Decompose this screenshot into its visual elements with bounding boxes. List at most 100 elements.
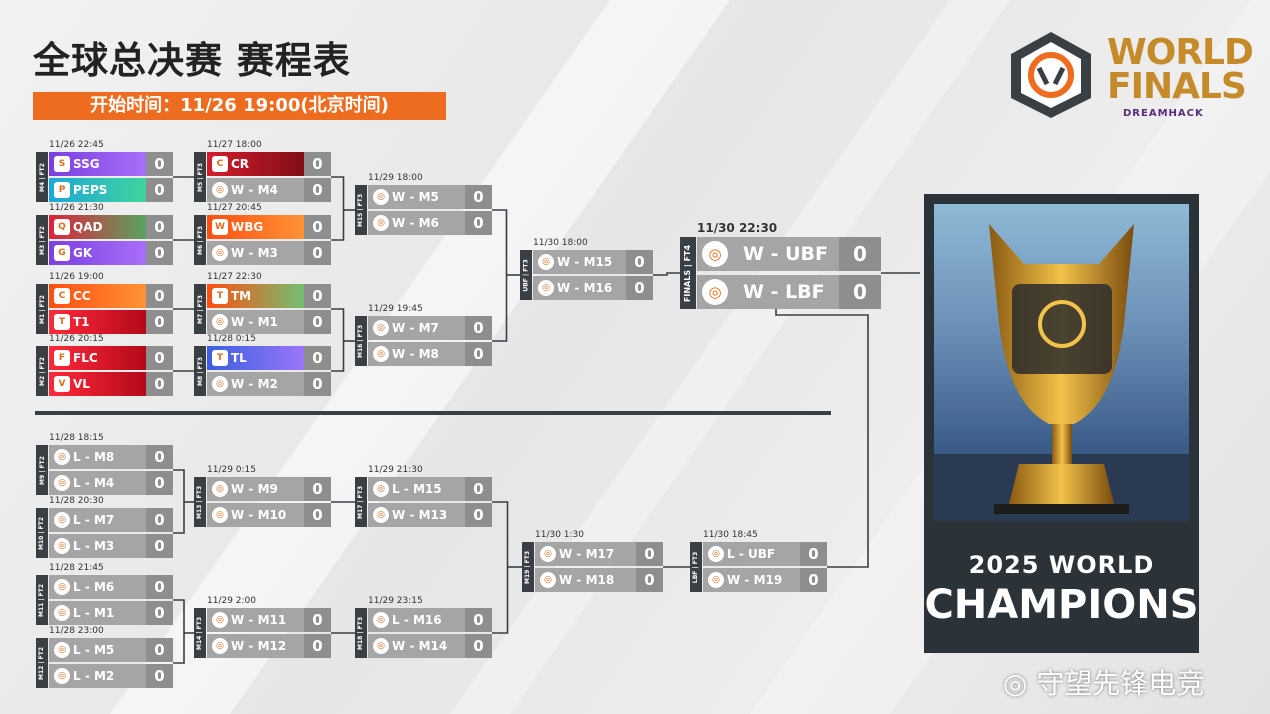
match-datetime: 11/28 0:15 (207, 334, 257, 344)
overwatch-emblem-icon: ◎ (54, 605, 70, 621)
team-name: L - M7 (73, 513, 115, 527)
overwatch-emblem-icon: ◎ (54, 449, 70, 465)
team-score: 0 (146, 284, 173, 308)
team-logo-icon: W (212, 219, 228, 235)
team-score: 0 (146, 508, 173, 532)
team-score: 0 (304, 372, 331, 396)
match-datetime: 11/26 21:30 (49, 203, 104, 213)
team-logo-icon: T (212, 350, 228, 366)
team-score: 0 (800, 568, 827, 592)
team-name: W - M17 (559, 547, 615, 561)
overwatch-emblem-icon: ◎ (212, 182, 228, 198)
team-score: 0 (304, 346, 331, 370)
match-label-text: M15 | FT3 (357, 193, 365, 227)
match-label-text: M7 | FT3 (196, 294, 204, 324)
match-datetime: 11/26 19:00 (49, 272, 104, 282)
champions-year-line: 2025 WORLD (968, 551, 1155, 579)
match-label: M3 | FT2 (36, 215, 48, 265)
team-score: 0 (636, 542, 663, 566)
overwatch-emblem-icon: ◎ (708, 572, 724, 588)
team-name: W - UBF (743, 243, 828, 265)
team-score: 0 (304, 608, 331, 632)
overwatch-emblem-icon: ◎ (373, 320, 389, 336)
team-score: 0 (146, 310, 173, 334)
team-score: 0 (146, 178, 173, 202)
match-datetime: 11/30 18:00 (533, 238, 588, 248)
match-label-text: M2 | FT2 (38, 356, 46, 386)
team-name: T1 (73, 315, 90, 329)
team-score: 0 (636, 568, 663, 592)
logo-line-2: FINALS (1107, 66, 1247, 107)
team-logo-icon: Q (54, 219, 70, 235)
overwatch-emblem-icon: ◎ (538, 254, 554, 270)
team-logo-icon: T (54, 314, 70, 330)
team-name: TL (231, 351, 247, 365)
match-label: M4 | FT2 (36, 152, 48, 202)
team-score: 0 (146, 664, 173, 688)
team-name: VL (73, 377, 90, 391)
team-logo-icon: P (54, 182, 70, 198)
overwatch-emblem-icon: ◎ (212, 376, 228, 392)
match-label-text: M19 | FT3 (524, 550, 532, 584)
team-score: 0 (304, 284, 331, 308)
team-score: 0 (465, 477, 492, 501)
team-name: QAD (73, 220, 103, 234)
team-score: 0 (146, 601, 173, 625)
team-name: W - M7 (392, 321, 439, 335)
team-name: L - M3 (73, 539, 115, 553)
match-label: M10 | FT2 (36, 508, 48, 558)
champions-title: CHAMPIONS (924, 582, 1199, 628)
team-name: W - M16 (557, 281, 613, 295)
page-title: 全球总决赛 赛程表 (33, 39, 351, 82)
team-name: W - M10 (231, 508, 287, 522)
team-score: 0 (465, 634, 492, 658)
team-logo-icon: C (54, 288, 70, 304)
team-name: W - M15 (557, 255, 613, 269)
team-score: 0 (839, 237, 881, 271)
